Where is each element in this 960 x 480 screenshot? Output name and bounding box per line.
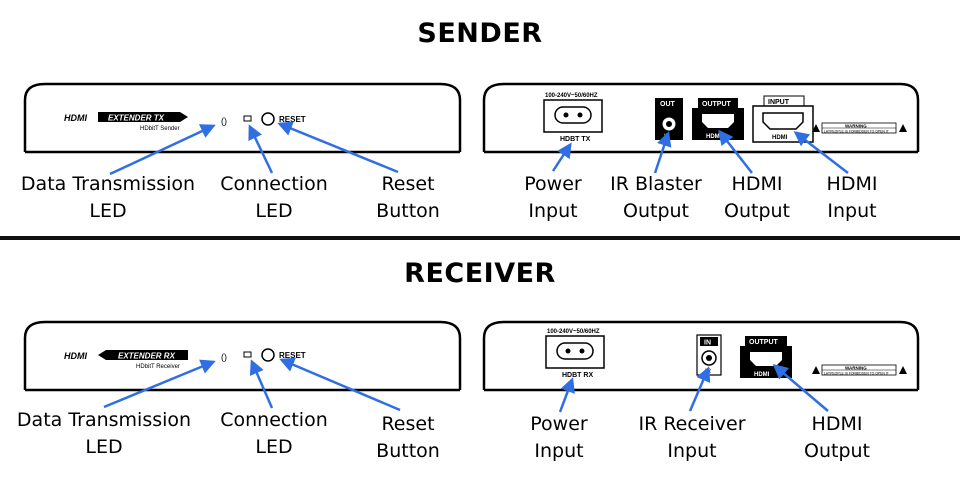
sender-warning-icon-left [812,124,820,132]
sender-power-name: HDBT TX [560,136,591,143]
arrow-receiver-reset [279,357,401,412]
receiver-hdmi-logo: HDMI [64,351,87,361]
sender-hdmi-in-icon [762,112,804,130]
label-sender-conn-led: Connection LED [220,173,328,222]
receiver-ir-tag-bg [700,337,718,346]
sender-ir-tag: OUT [660,101,676,108]
arrow-receiver-conn-led [249,359,274,409]
sender-hdmi-out-icon [702,114,734,128]
receiver-hdmi-out-icon [750,352,782,366]
receiver-hdmi-out-name: HDMI [754,372,770,378]
label-receiver-hdmi-out: HDMI Output [804,413,870,462]
receiver-connection-led-icon [243,351,252,358]
sender-warning-text: LAYPEOPLE IS FORBIDDEN TO OPEN IT [824,130,889,134]
receiver-power-rating: 100-240V~50/60HZ [547,329,600,335]
sender-hdmi-out-name: HDMI [706,134,722,140]
sender-hdmi-in-tag: INPUT [768,99,790,106]
label-sender-reset: Reset Button [376,173,440,222]
receiver-warning-icon-right [899,366,907,374]
sender-power-rating: 100-240V~50/60HZ [545,93,598,99]
label-sender-ir: IR Blaster Output [610,173,702,222]
sender-title: SENDER [417,18,543,49]
arrow-receiver-hdmi-out [772,364,829,412]
receiver-hdmi-out-tag: OUTPUT [749,339,779,346]
receiver-warning-text: LAYPEOPLE IS FORBIDDEN TO OPEN IT [824,372,889,376]
receiver-reset-button-icon [261,348,275,362]
sender-warning-title: WARNING [845,124,867,129]
sender-back-panel: 100-240V~50/60HZ HDBT TX OUT IR OUTPUT H… [482,82,920,154]
receiver-power-name: HDBT RX [562,372,593,379]
arrow-receiver-data-led [103,359,216,409]
sender-data-led-icon: () [221,116,227,126]
receiver-data-led-icon: () [221,352,227,362]
sender-front-panel: HDMI EXTENDER TX HDbitT Sender () RESET [23,82,462,154]
sender-ir-tag-bg [655,98,683,108]
arrow-sender-data-led [109,124,216,176]
receiver-warning-title: WARNING [845,366,867,371]
arrow-sender-hdmi-in [793,131,849,174]
label-receiver-power: Power Input [530,413,588,462]
receiver-hdmi-out-tag-bg [745,336,787,346]
receiver-power-icon [556,342,594,360]
label-sender-hdmi-in: HDMI Input [826,173,878,222]
callout-arrows [103,121,849,413]
sender-model-text: EXTENDER TX [108,114,165,123]
sender-model-plate [98,112,188,122]
label-sender-power: Power Input [524,173,582,222]
arrow-sender-hdmi-out [718,129,753,174]
receiver-title: RECEIVER [404,258,556,289]
sender-reset-button-icon [261,112,275,126]
sender-hdmi-out-tag-bg [698,98,738,108]
receiver-model-sub: HDbitT Receiver [136,364,180,370]
label-sender-hdmi-out: HDMI Output [724,173,790,222]
receiver-warning-icon-left [812,366,820,374]
sender-hdmi-in-name: HDMI [772,135,788,141]
label-receiver-ir: IR Receiver Input [638,413,746,462]
label-receiver-conn-led: Connection LED [220,409,328,458]
sender-connection-led-icon [243,115,252,122]
arrow-receiver-power [558,377,575,413]
arrow-sender-power [551,142,572,172]
arrow-receiver-ir [688,366,711,412]
arrow-sender-reset [277,121,399,174]
receiver-reset-text: RESET [279,351,306,360]
sender-hdmi-out-tag: OUTPUT [702,101,732,108]
sender-power-icon [554,106,592,124]
arrow-sender-conn-led [248,124,274,174]
receiver-front-panel: HDMI EXTENDER RX HDbitT Receiver () RESE… [23,320,462,392]
receiver-ir-tag: IN [704,340,711,347]
label-receiver-reset: Reset Button [376,413,440,462]
sender-reset-text: RESET [279,115,306,124]
receiver-back-panel: 100-240V~50/60HZ HDBT RX IN IR OUTPUT HD… [482,320,920,392]
sender-hdmi-in-port [752,105,814,143]
receiver-model-text: EXTENDER RX [118,352,176,361]
arrow-sender-ir [653,131,672,174]
label-receiver-data-led: Data Transmission LED [16,409,192,458]
sender-hdmi-logo: HDMI [64,113,87,123]
sender-model-sub: HDbitT Sender [140,126,180,132]
sender-warning-icon-right [899,124,907,132]
section-divider [0,236,960,240]
receiver-model-plate [98,350,188,360]
label-sender-data-led: Data Transmission LED [20,173,196,222]
